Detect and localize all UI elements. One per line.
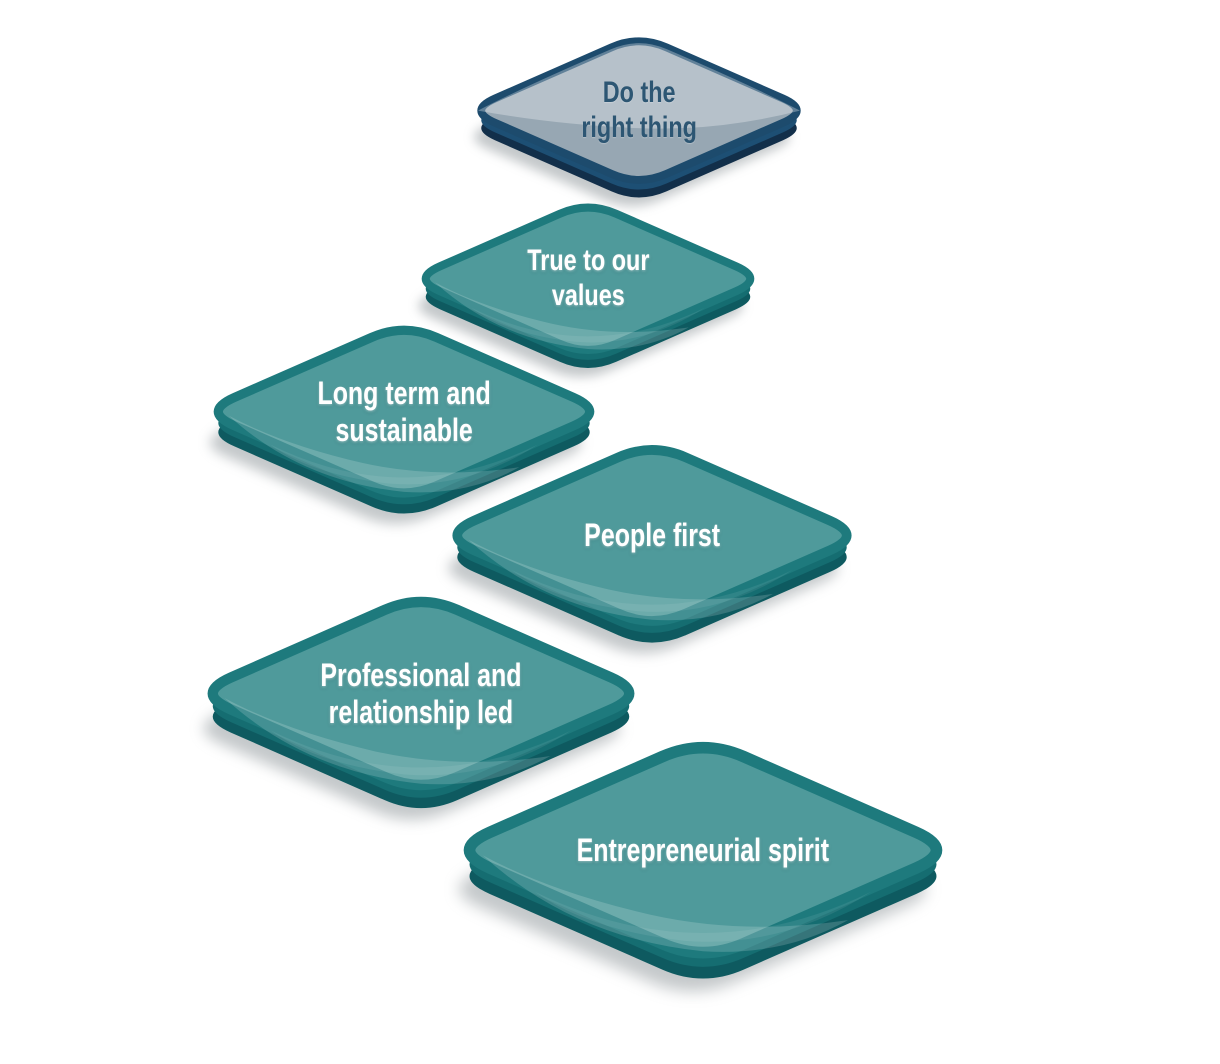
tile-face <box>477 37 801 184</box>
value-tile-professional-and-relationship-led: Professional and relationship led <box>190 587 652 830</box>
tile-shape <box>448 445 852 654</box>
tile-highlight-soft <box>471 307 705 343</box>
value-tile-do-the-right-thing: Do the right thing <box>464 30 814 214</box>
value-tile-true-to-our-values: True to our values <box>408 196 768 385</box>
value-tile-people-first: People first <box>436 436 868 663</box>
tile-shape <box>459 741 943 992</box>
tile-face <box>463 741 943 959</box>
tile-shape <box>210 325 595 524</box>
tile-highlight-swoosh <box>482 855 849 952</box>
tile-shape <box>474 37 801 207</box>
tile-face <box>207 596 635 791</box>
tile-highlight-swoosh <box>224 698 551 785</box>
tile-face <box>213 325 595 498</box>
tile-face <box>421 203 755 355</box>
tile-highlight-swoosh <box>228 415 520 493</box>
tile-shape <box>418 203 755 377</box>
tile-highlight-soft <box>511 570 793 612</box>
value-tile-entrepreneurial-spirit: Entrepreneurial spirit <box>444 731 962 1003</box>
tile-highlight-soft <box>270 730 572 776</box>
tile-highlight-swoosh <box>468 539 773 621</box>
tile-highlight-soft <box>270 444 538 485</box>
tile-shape <box>203 596 635 820</box>
tile-face <box>452 445 852 626</box>
tile-gloss-highlight <box>478 43 800 129</box>
tile-highlight-soft <box>534 891 872 942</box>
tile-highlight-swoosh <box>435 282 689 350</box>
